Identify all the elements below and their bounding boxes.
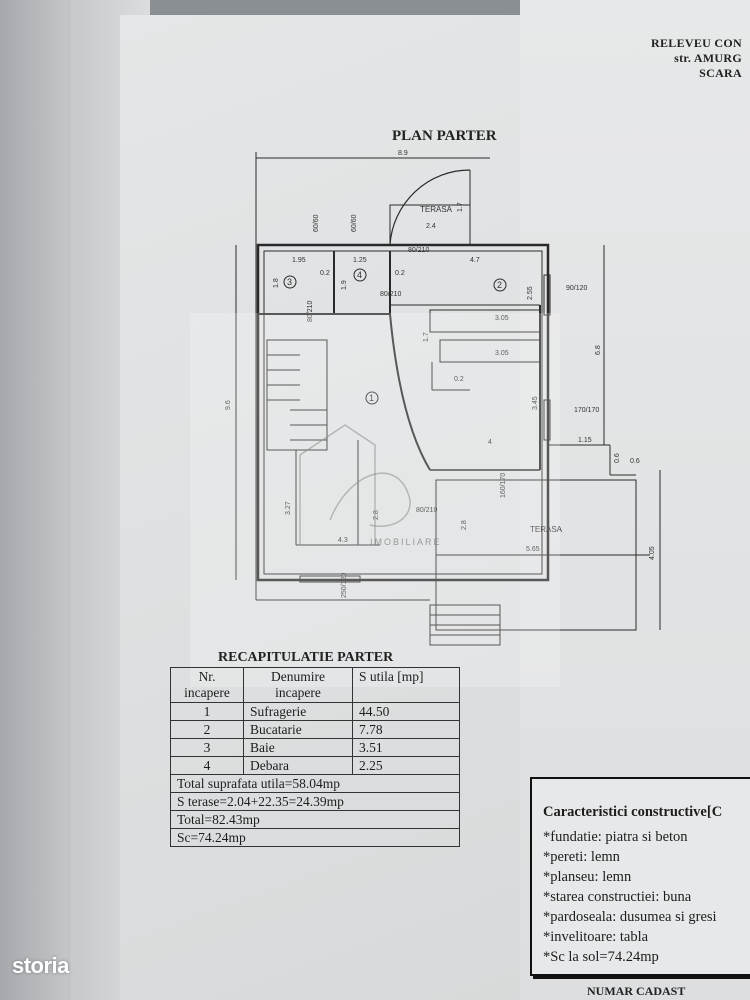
table-row: 2 Bucatarie 7.78	[170, 720, 460, 739]
cell-nr: 2	[170, 720, 244, 739]
terasa-bottom-label: TERASA	[530, 525, 563, 534]
total-terase: S terase=2.04+22.35=24.39mp	[170, 792, 460, 811]
dim-label: 0.2	[320, 270, 330, 277]
cell-nr: 3	[170, 738, 244, 757]
dim-label: 4.05	[649, 546, 656, 560]
header-suprafata: S utila [mp]	[352, 667, 460, 703]
dim-label: 3.05	[495, 315, 509, 322]
total-util: Total suprafata utila=58.04mp	[170, 774, 460, 793]
dim-label: 8.9	[398, 150, 408, 157]
dim-label: 80/210	[380, 291, 402, 298]
header-line-1: RELEVEU CON	[651, 36, 742, 50]
totals-row: Total=82.43mp	[170, 810, 460, 829]
header-nr-line2: incapere	[184, 685, 230, 700]
totals-row: Sc=74.24mp	[170, 828, 460, 847]
characteristics-title: Caracteristici constructive[C	[543, 804, 723, 820]
dim-label: 170/170	[574, 407, 599, 414]
dim-label: 60/60	[313, 214, 320, 232]
dim-label: 1.25	[353, 257, 367, 264]
dim-label: 5.65	[526, 546, 540, 553]
cell-name: Baie	[243, 738, 353, 757]
dim-label: 2.8	[461, 520, 468, 530]
footer-text: NUMAR CADAST	[587, 984, 686, 998]
dim-label: 2.55	[527, 286, 534, 300]
header-denumire-line1: Denumire	[271, 669, 325, 684]
room-number-1: 1	[369, 393, 374, 403]
recap-table: Nr. incapere Denumire incapere S utila […	[170, 667, 460, 847]
cell-nr: 4	[170, 756, 244, 775]
table-row: 4 Debara 2.25	[170, 756, 460, 775]
dim-label: 1.15	[578, 437, 592, 444]
dim-label: 4.3	[338, 537, 348, 544]
characteristic-item: *pereti: lemn	[543, 849, 620, 865]
dim-label: 3.45	[532, 396, 539, 410]
dim-label: 1.7	[423, 332, 430, 342]
watermark-house-icon	[299, 424, 411, 546]
cell-name: Bucatarie	[243, 720, 353, 739]
dim-label: 80/210	[416, 507, 438, 514]
dim-label: 90/120	[566, 285, 588, 292]
characteristic-item: *starea constructiei: buna	[543, 889, 692, 905]
header-denumire-line2: incapere	[275, 685, 321, 700]
dim-label: 160/170	[500, 473, 507, 498]
plan-title: PLAN PARTER	[392, 128, 497, 144]
dim-label: 0.6	[614, 453, 621, 463]
dim-label: 1.8	[273, 278, 280, 288]
room-number-3: 3	[287, 277, 292, 287]
table-row: 3 Baie 3.51	[170, 738, 460, 757]
terasa-top-label: TERASA	[420, 205, 453, 214]
dim-label: 2.4	[426, 223, 436, 230]
header-nr: Nr. incapere	[170, 667, 244, 703]
dim-label: 6.8	[595, 345, 602, 355]
header-denumire: Denumire incapere	[243, 667, 353, 703]
dim-label: 0.6	[630, 458, 640, 465]
dim-label: 4	[488, 439, 492, 446]
dim-label: 0.2	[454, 376, 464, 383]
header-line-2: str. AMURG	[674, 51, 742, 65]
cell-name: Debara	[243, 756, 353, 775]
total-sc: Sc=74.24mp	[170, 828, 460, 847]
dim-label: 0.2	[395, 270, 405, 277]
cell-area: 3.51	[352, 738, 460, 757]
dim-label: 4.7	[470, 257, 480, 264]
table-row: 1 Sufragerie 44.50	[170, 702, 460, 721]
dim-label: 60/60	[351, 214, 358, 232]
dim-label: 9.6	[225, 400, 232, 410]
cell-area: 7.78	[352, 720, 460, 739]
cell-nr: 1	[170, 702, 244, 721]
total-all: Total=82.43mp	[170, 810, 460, 829]
room-number-2: 2	[497, 280, 502, 290]
characteristic-item: *planseu: lemn	[543, 869, 632, 885]
characteristic-item: *Sc la sol=74.24mp	[543, 949, 659, 965]
cell-area: 2.25	[352, 756, 460, 775]
dim-label: 1.95	[292, 257, 306, 264]
dim-label: 1.7	[457, 202, 464, 212]
watermark-subtitle: IMOBILIARE	[370, 537, 442, 547]
characteristics-box	[530, 777, 750, 976]
characteristic-item: *pardoseala: dusumea si gresi	[543, 909, 717, 925]
storia-logo: storia	[12, 953, 69, 978]
dim-label: 2.8	[373, 510, 380, 520]
recap-title: RECAPITULATIE PARTER	[218, 650, 394, 665]
dim-label: 3.05	[495, 350, 509, 357]
table-header-row: Nr. incapere Denumire incapere S utila […	[170, 667, 460, 703]
totals-row: Total suprafata utila=58.04mp	[170, 774, 460, 793]
cell-area: 44.50	[352, 702, 460, 721]
cell-name: Sufragerie	[243, 702, 353, 721]
totals-row: S terase=2.04+22.35=24.39mp	[170, 792, 460, 811]
room-number-4: 4	[357, 270, 362, 280]
characteristic-item: *invelitoare: tabla	[543, 929, 649, 945]
dim-label: 250/120	[341, 573, 348, 598]
header-nr-line1: Nr.	[198, 669, 216, 684]
dim-label: 80/210	[408, 247, 430, 254]
dim-label: 80/210	[307, 300, 314, 322]
characteristic-item: *fundatie: piatra si beton	[543, 829, 688, 845]
dim-label: 3.27	[285, 501, 292, 515]
header-line-3: SCARA	[699, 66, 742, 80]
watermark-overlay	[190, 313, 560, 687]
dim-label: 1.9	[341, 280, 348, 290]
